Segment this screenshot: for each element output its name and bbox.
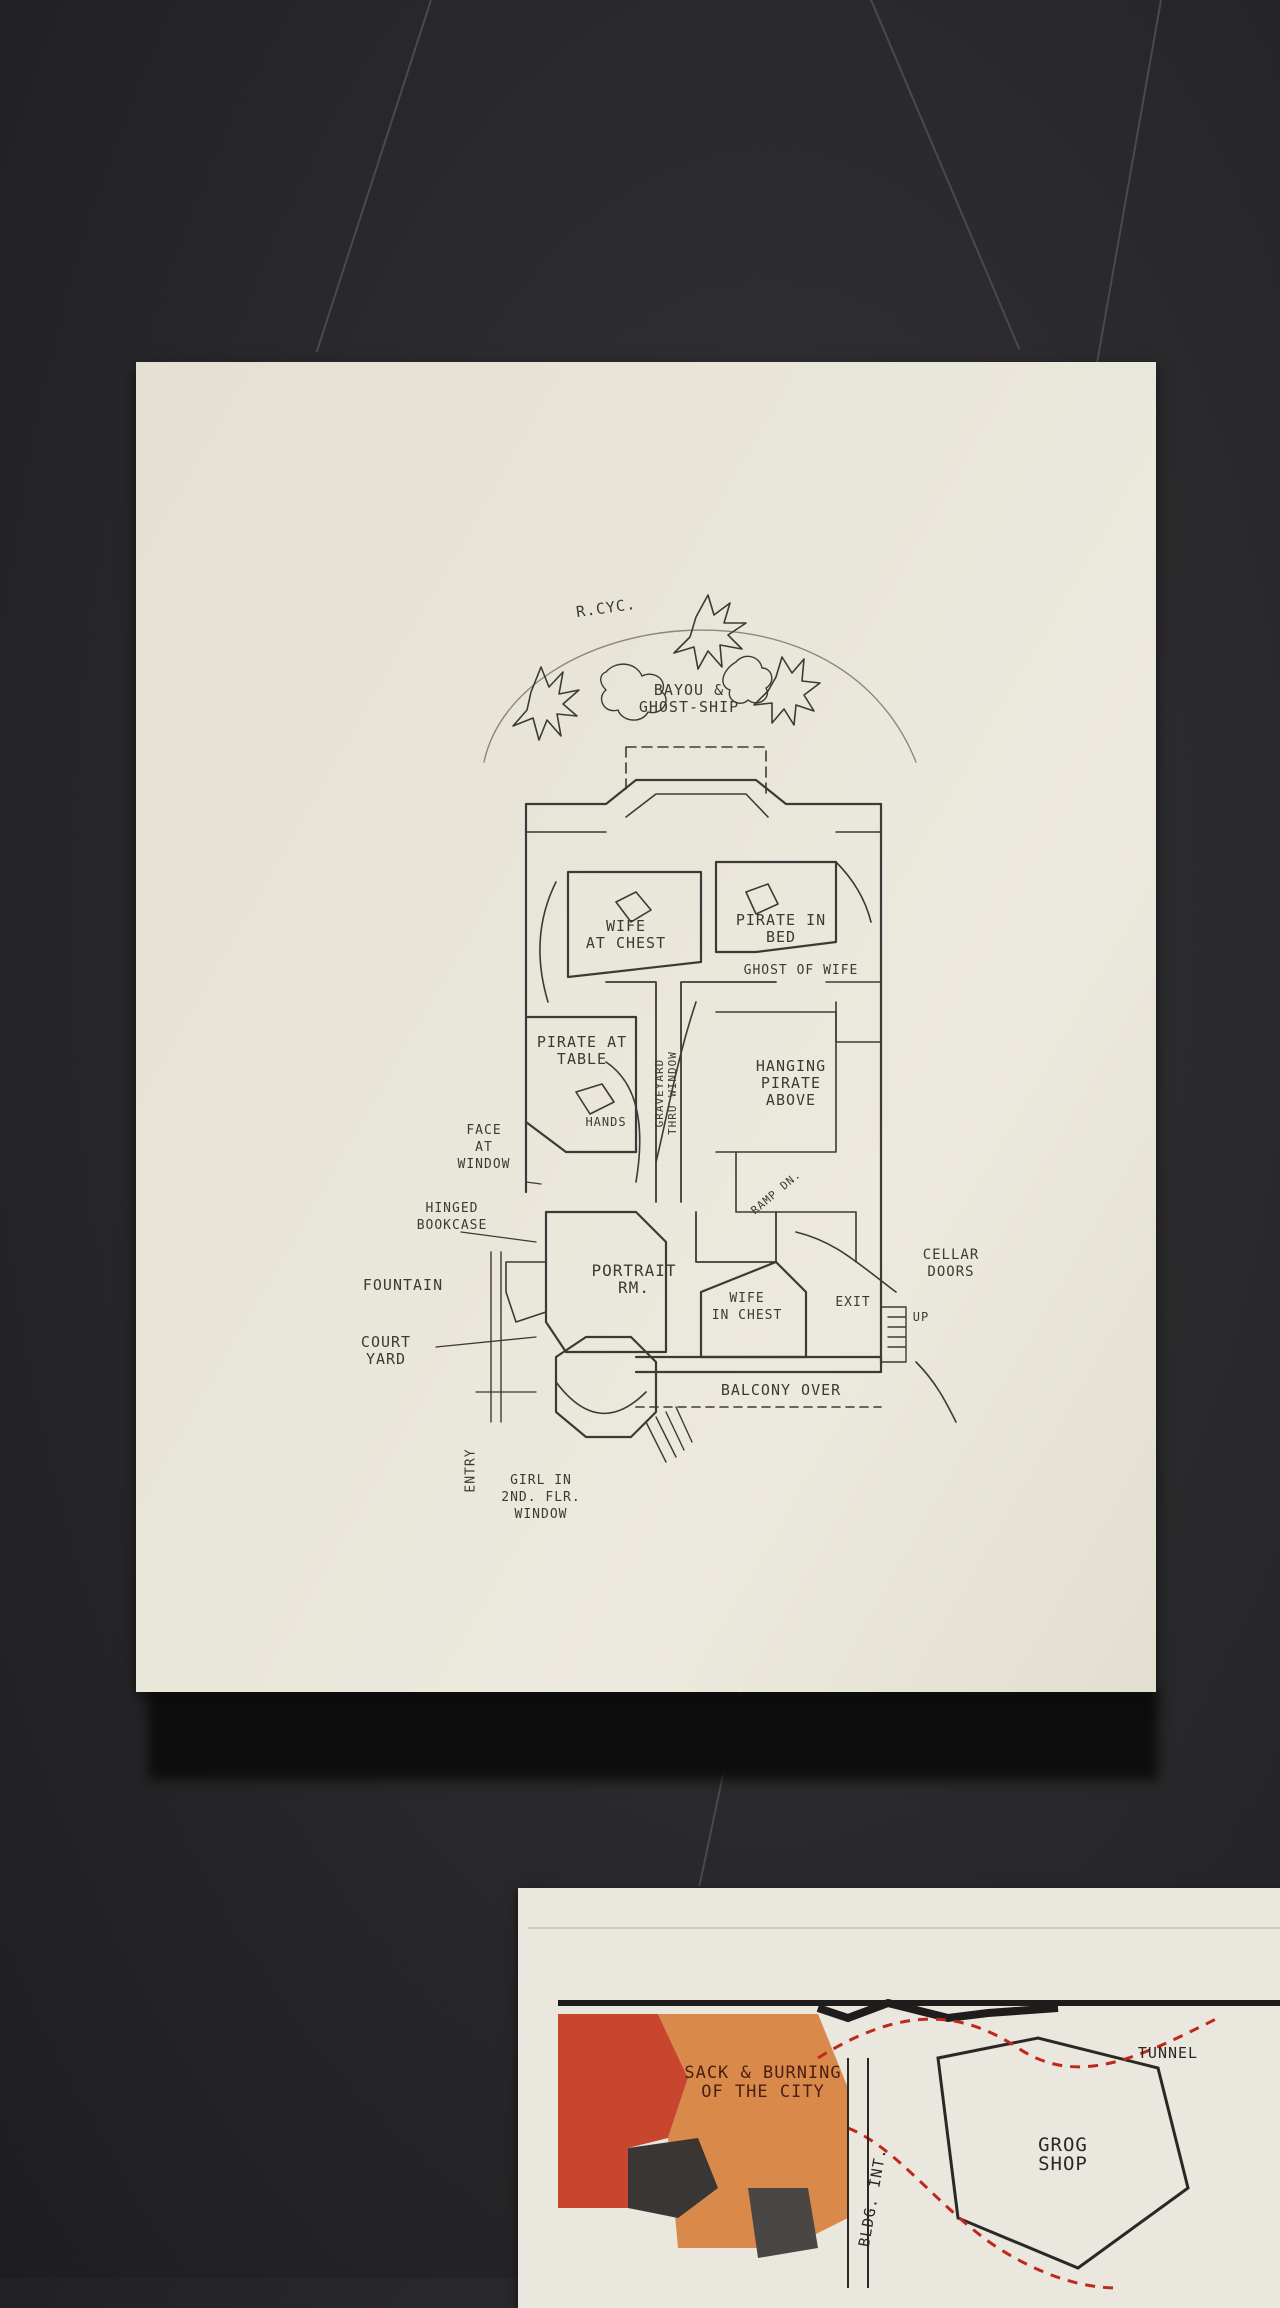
label-grog-shop: GROG SHOP xyxy=(1038,2134,1088,2175)
label-ghost-of-wife: GHOST OF WIFE xyxy=(743,963,859,978)
hanging-wire-right xyxy=(1095,0,1162,365)
label-entry: ENTRY xyxy=(463,1448,479,1493)
label-portrait-room: PORTRAIT RM. xyxy=(591,1261,677,1297)
floor-plan-drawing xyxy=(435,594,957,1463)
label-fountain: FOUNTAIN xyxy=(362,1276,444,1294)
label-exit: EXIT xyxy=(835,1295,871,1310)
floor-plan-board: R.CYC. BAYOU & GHOST-SHIP WIFE AT CHEST … xyxy=(136,362,1156,1692)
label-balcony-over: BALCONY OVER xyxy=(720,1381,842,1399)
label-pirate-in-bed: PIRATE IN BED xyxy=(735,911,827,946)
label-hanging-pirate: HANGING PIRATE ABOVE xyxy=(755,1057,827,1109)
label-court-yard: COURT YARD xyxy=(360,1333,412,1368)
board-shadow xyxy=(148,1690,1158,1780)
label-girl-window: GIRL IN 2ND. FLR. WINDOW xyxy=(501,1473,581,1522)
second-sketch-drawing xyxy=(528,1927,1280,2290)
label-pirate-at-table: PIRATE AT TABLE xyxy=(536,1033,628,1068)
label-wife-at-chest: WIFE AT CHEST xyxy=(585,917,667,952)
label-up: UP xyxy=(912,1310,930,1324)
label-face-at-window: FACE AT WINDOW xyxy=(457,1123,511,1172)
hanging-wire-left xyxy=(315,0,432,353)
label-hands: HANDS xyxy=(585,1115,627,1129)
label-cellar-doors: CELLAR DOORS xyxy=(922,1247,980,1280)
label-wife-in-chest: WIFE IN CHEST xyxy=(711,1291,783,1323)
label-hinged-bookcase: HINGED BOOKCASE xyxy=(416,1201,488,1233)
hanging-wire-center xyxy=(870,0,1021,350)
label-bayou-ghost-ship: BAYOU & GHOST-SHIP xyxy=(638,681,740,716)
label-sack-burning: SACK & BURNING OF THE CITY xyxy=(684,2063,842,2102)
second-sketch-board: SACK & BURNING OF THE CITY GROG SHOP TUN… xyxy=(518,1888,1280,2308)
label-tunnel: TUNNEL xyxy=(1137,2044,1199,2062)
label-graveyard: GRAVEYARD THRU WINDOW xyxy=(653,1051,679,1135)
